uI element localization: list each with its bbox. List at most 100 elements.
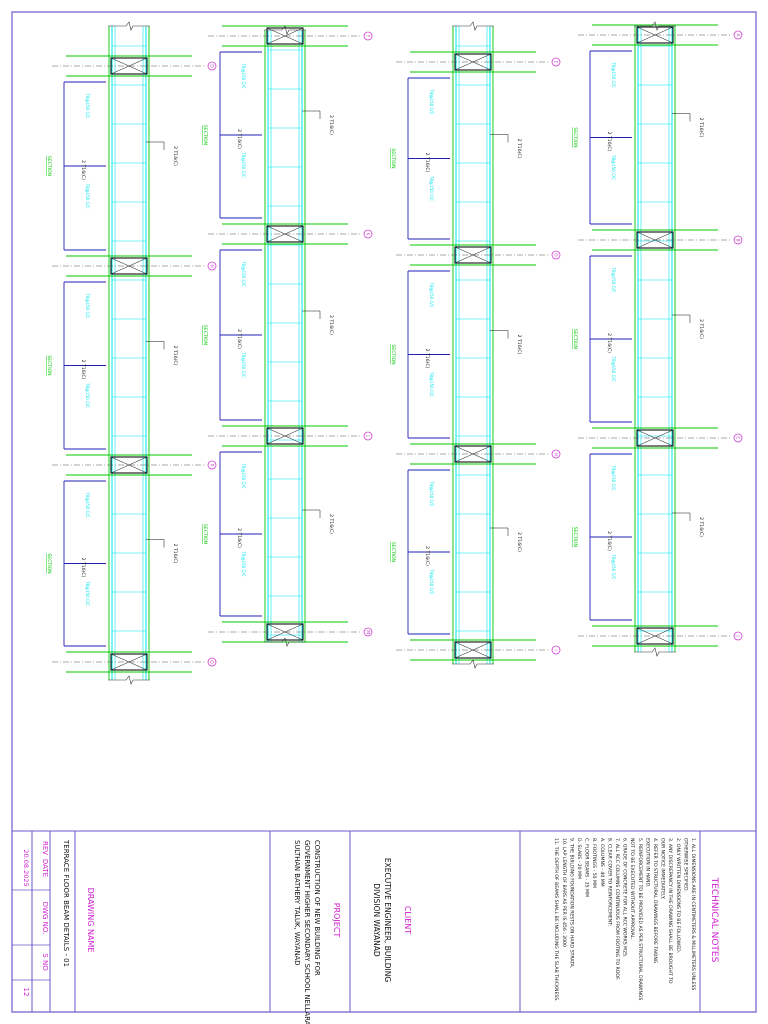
grid-marker	[551, 250, 561, 260]
bar-callout: 2 T16(C)	[80, 160, 86, 180]
technical-note-line: 3. ANY DISCREPANCY IN THE DRAWING SHALL …	[667, 838, 673, 984]
stirrup-label: T8@150 C/C	[85, 580, 90, 606]
section-tag: SECTION	[390, 542, 396, 562]
technical-note-line: OUR NOTICE IMMEDIATELY.	[660, 838, 666, 899]
date-label: DATE	[41, 859, 49, 877]
bar-callout: 2 T16(C)	[328, 514, 334, 534]
stirrup-label: T8@150 C/C	[611, 554, 616, 580]
grid-label: N	[209, 264, 215, 267]
break-mark	[108, 21, 150, 31]
bar-callout: 2 T16(C)	[698, 118, 704, 138]
stirrup-label: T8@150 C/C	[85, 93, 90, 119]
break-mark	[452, 21, 494, 31]
technical-note-line: 10. LAP LENGTH OF BARS AS PER IS 456 : 2…	[561, 838, 567, 947]
bar-callout: 2 T16(C)	[424, 153, 430, 173]
grid-marker	[363, 31, 373, 41]
technical-note-line: NOT TO BE EXECUTED WITHOUT APPROVAL.	[629, 838, 635, 940]
client-line-1: EXECUTIVE ENGINEER, BUILDING	[383, 858, 392, 982]
section-tag: SECTION	[202, 125, 208, 145]
stirrup-label: T8@150 C/C	[611, 356, 616, 382]
section-tag: SECTION	[46, 553, 52, 573]
grid-marker	[551, 449, 561, 459]
break-mark	[264, 637, 306, 647]
grid-label: C	[735, 436, 741, 439]
callout-leader	[672, 113, 691, 122]
stirrup-label: T8@150 C/C	[611, 154, 616, 180]
stirrup-label: T8@150 C/C	[429, 89, 434, 115]
stirrup-label: T8@150 C/C	[85, 183, 90, 209]
technical-note-line: B. FOOTINGS - 50 MM	[591, 838, 597, 888]
bar-callout: 2 T16(C)	[698, 319, 704, 339]
break-mark	[264, 25, 306, 35]
bar-callout: 2 T16(C)	[236, 528, 242, 548]
project-line-2: GOVERNMENT HIGHER SECONDARY SCHOOL NELLA…	[303, 840, 311, 1024]
technical-note-line: C. FLOOR BEAMS - 25 MM	[584, 838, 590, 897]
stirrup-label: T8@150 C/C	[241, 152, 246, 178]
grid-label: B	[735, 238, 741, 241]
technical-note-line: 5. REINFORCEMENT TO BE PROVIDED AS PER S…	[637, 838, 643, 1000]
callout-leader	[146, 141, 165, 150]
callout-leader	[490, 134, 509, 143]
project-heading: PROJECT	[332, 903, 341, 938]
technical-note-line: 1. ALL DIMENSIONS ARE IN CENTIMETERS & M…	[690, 838, 696, 990]
technical-notes-list: 1. ALL DIMENSIONS ARE IN CENTIMETERS & M…	[553, 838, 696, 1002]
grid-marker	[733, 631, 743, 641]
stirrup-label: T8@150 C/C	[429, 481, 434, 507]
stirrup-label: T8@150 C/C	[241, 551, 246, 577]
bar-callout: 2 T16(C)	[606, 531, 612, 551]
bar-callout: 2 T16(C)	[424, 546, 430, 566]
grid-label: Q	[209, 660, 215, 664]
sno-value: 12	[22, 988, 30, 997]
date-value: 20.08.2025	[22, 849, 30, 886]
bar-callout: 2 T16(C)	[236, 129, 242, 149]
stirrup-label: T8@150 C/C	[611, 465, 616, 491]
project-line-1: CONSTRUCTION OF NEW BUILDING FOR	[313, 840, 321, 976]
stirrup-label: T8@150 C/C	[611, 62, 616, 88]
grid-marker	[733, 235, 743, 245]
technical-notes-heading: TECHNICAL NOTES	[709, 877, 719, 963]
grid-label: E	[553, 61, 559, 64]
callout-leader	[490, 527, 509, 536]
technical-note-line: 9. THE BUILDING FOUNDATION RESTS ON HARD…	[568, 838, 574, 968]
project-line-3: SULTHAN BATHERY TALUK, WAYANAD	[293, 840, 301, 965]
grid-marker	[551, 645, 561, 655]
section-tag: SECTION	[202, 524, 208, 544]
client-line-2: DIVISION WAYANAD	[372, 883, 381, 957]
sno-label: S NO	[41, 953, 49, 971]
section-tag: SECTION	[390, 148, 396, 168]
grid-marker	[363, 431, 373, 441]
technical-note-line: 11. THE DEPTH OF BEAMS SHALL BE INCLUDIN…	[553, 838, 559, 1002]
grid-label: L	[365, 435, 371, 438]
stirrup-label: T8@150 C/C	[429, 371, 434, 397]
bar-callout: 2 T16(C)	[328, 315, 334, 335]
bar-callout: 2 T16(C)	[516, 335, 522, 355]
section-tag: SECTION	[46, 355, 52, 375]
stirrup-label: T8@150 C/C	[241, 463, 246, 489]
stirrup-label: T8@150 C/C	[241, 63, 246, 89]
grid-marker	[363, 229, 373, 239]
grid-marker	[207, 61, 217, 71]
stirrup-label: T8@150 C/C	[429, 282, 434, 308]
grid-marker	[551, 57, 561, 67]
grid-label: J	[735, 634, 741, 636]
grid-label: G	[553, 253, 559, 257]
grid-marker	[733, 433, 743, 443]
grid-label: D	[209, 64, 215, 68]
bar-callout: 2 T16(C)	[328, 115, 334, 135]
technical-note-line: 8. CLEAR COVER TO REINFORCEMENT:	[606, 838, 612, 926]
break-mark	[634, 647, 676, 657]
grid-marker	[733, 30, 743, 40]
callout-leader	[302, 110, 321, 119]
callout-leader	[302, 509, 321, 518]
break-mark	[634, 21, 676, 31]
section-tag: SECTION	[572, 329, 578, 349]
bar-callout: 2 T16(C)	[172, 346, 178, 366]
grid-label: I	[553, 649, 559, 650]
stirrup-label: T8@150 C/C	[241, 352, 246, 378]
callout-leader	[490, 330, 509, 339]
section-tag: SECTION	[390, 344, 396, 364]
